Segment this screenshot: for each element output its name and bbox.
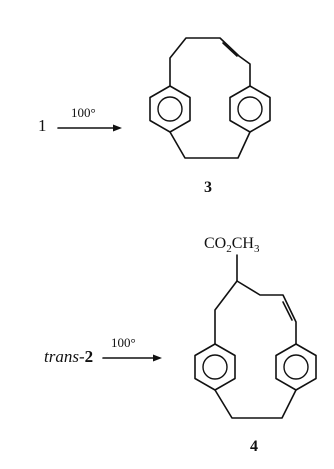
cyclophane-product-4 [194,254,317,419]
reaction-top: 1 100° 3 [38,37,271,196]
reactant-trans-2-label: trans-2 [44,347,93,366]
cyclophane-product-3 [149,37,271,159]
reaction-arrow-bottom [102,354,162,362]
reaction-arrow-top [57,124,122,132]
condition-temperature-top: 100° [71,105,96,120]
reactant-1-label: 1 [38,116,47,135]
condition-temperature-bottom: 100° [111,335,136,350]
product-3-label: 3 [204,179,212,196]
ester-substituent-label: CO2CH3 [204,235,260,255]
reaction-bottom: trans-2 100° CO2CH3 4 [44,235,317,455]
product-4-label: 4 [250,438,258,455]
